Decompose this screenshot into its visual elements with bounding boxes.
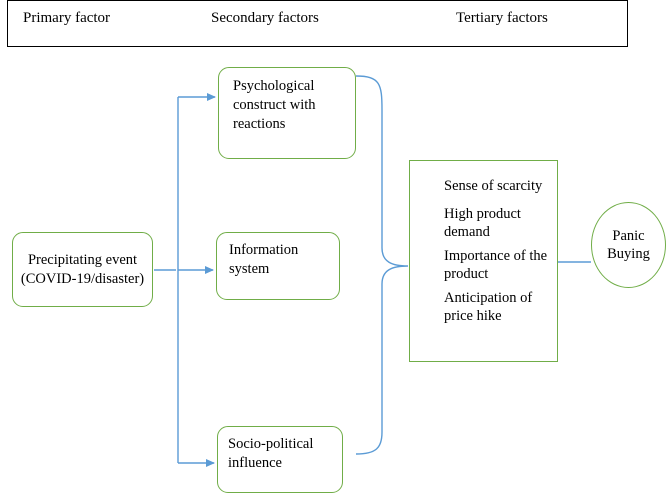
- precipitating-event-label: Precipitating event (COVID-19/disaster): [20, 251, 145, 287]
- socio-political-label: Socio-political influence: [228, 436, 314, 471]
- tertiary-item-importance: Importance of the product: [444, 248, 548, 282]
- psychological-construct-node: Psychological construct with reactions: [218, 67, 356, 159]
- precipitating-event-node: Precipitating event (COVID-19/disaster): [12, 232, 153, 307]
- joining-brace: [355, 75, 409, 455]
- socio-political-node: Socio-political influence: [217, 426, 343, 493]
- primary-factor-heading: Primary factor: [23, 10, 111, 26]
- tertiary-item-price-hike: Anticipation of price hike: [444, 290, 533, 324]
- tertiary-factors-box: Sense of scarcity High product demand Im…: [409, 160, 558, 362]
- header-top-border: [7, 0, 627, 1]
- tertiary-factors-heading: Tertiary factors: [456, 10, 548, 26]
- information-system-label: Information system: [229, 242, 299, 277]
- tertiary-item-scarcity: Sense of scarcity: [444, 178, 543, 194]
- tertiary-item-demand: High product demand: [444, 206, 521, 240]
- secondary-factors-heading: Secondary factors: [211, 10, 319, 26]
- psychological-construct-label: Psychological construct with reactions: [233, 78, 316, 132]
- panic-buying-node: Panic Buying: [591, 202, 666, 288]
- panic-buying-label: Panic Buying: [607, 228, 650, 262]
- information-system-node: Information system: [216, 232, 340, 300]
- header-left-border: [7, 0, 8, 47]
- header-bottom-border: [7, 46, 627, 47]
- header-right-border: [627, 0, 628, 47]
